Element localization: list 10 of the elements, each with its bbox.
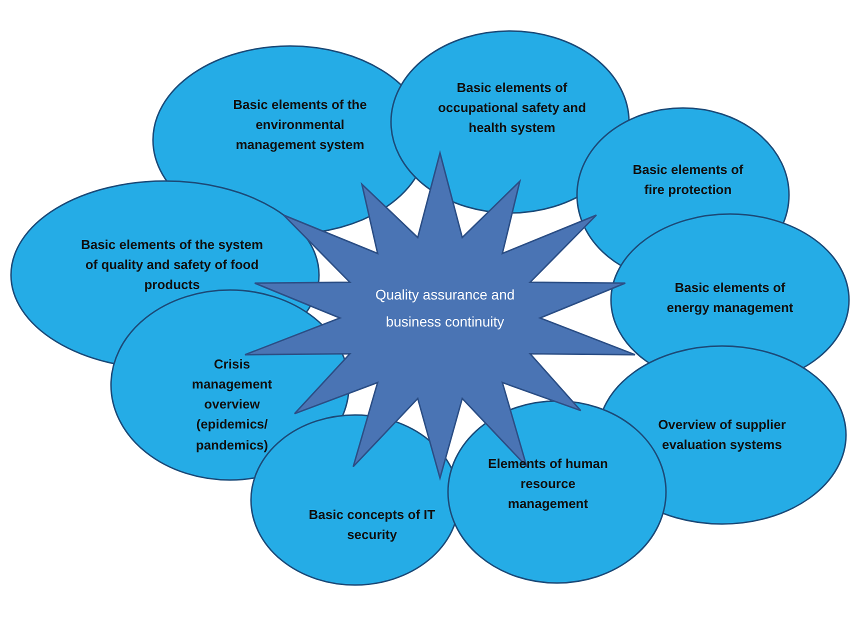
node-label: Basic concepts of IT security <box>308 506 436 544</box>
node-label: Elements of human resource management <box>488 454 608 514</box>
node-label: Basic elements of fire protection <box>632 160 744 199</box>
node-label: Basic elements of energy management <box>666 278 794 317</box>
node-label: Crisis management overview (epidemics/ pandemics) <box>190 356 274 454</box>
node-label: Quality assurance and business continuity <box>374 285 516 332</box>
node-label: Overview of supplier evaluation systems <box>657 416 787 454</box>
node-label: Basic elements of the environmental management system <box>232 96 368 154</box>
node-label: Basic elements of the system of quality and safety of food products <box>80 236 264 294</box>
node-label: Basic elements of occupational safety and health system <box>437 78 587 138</box>
